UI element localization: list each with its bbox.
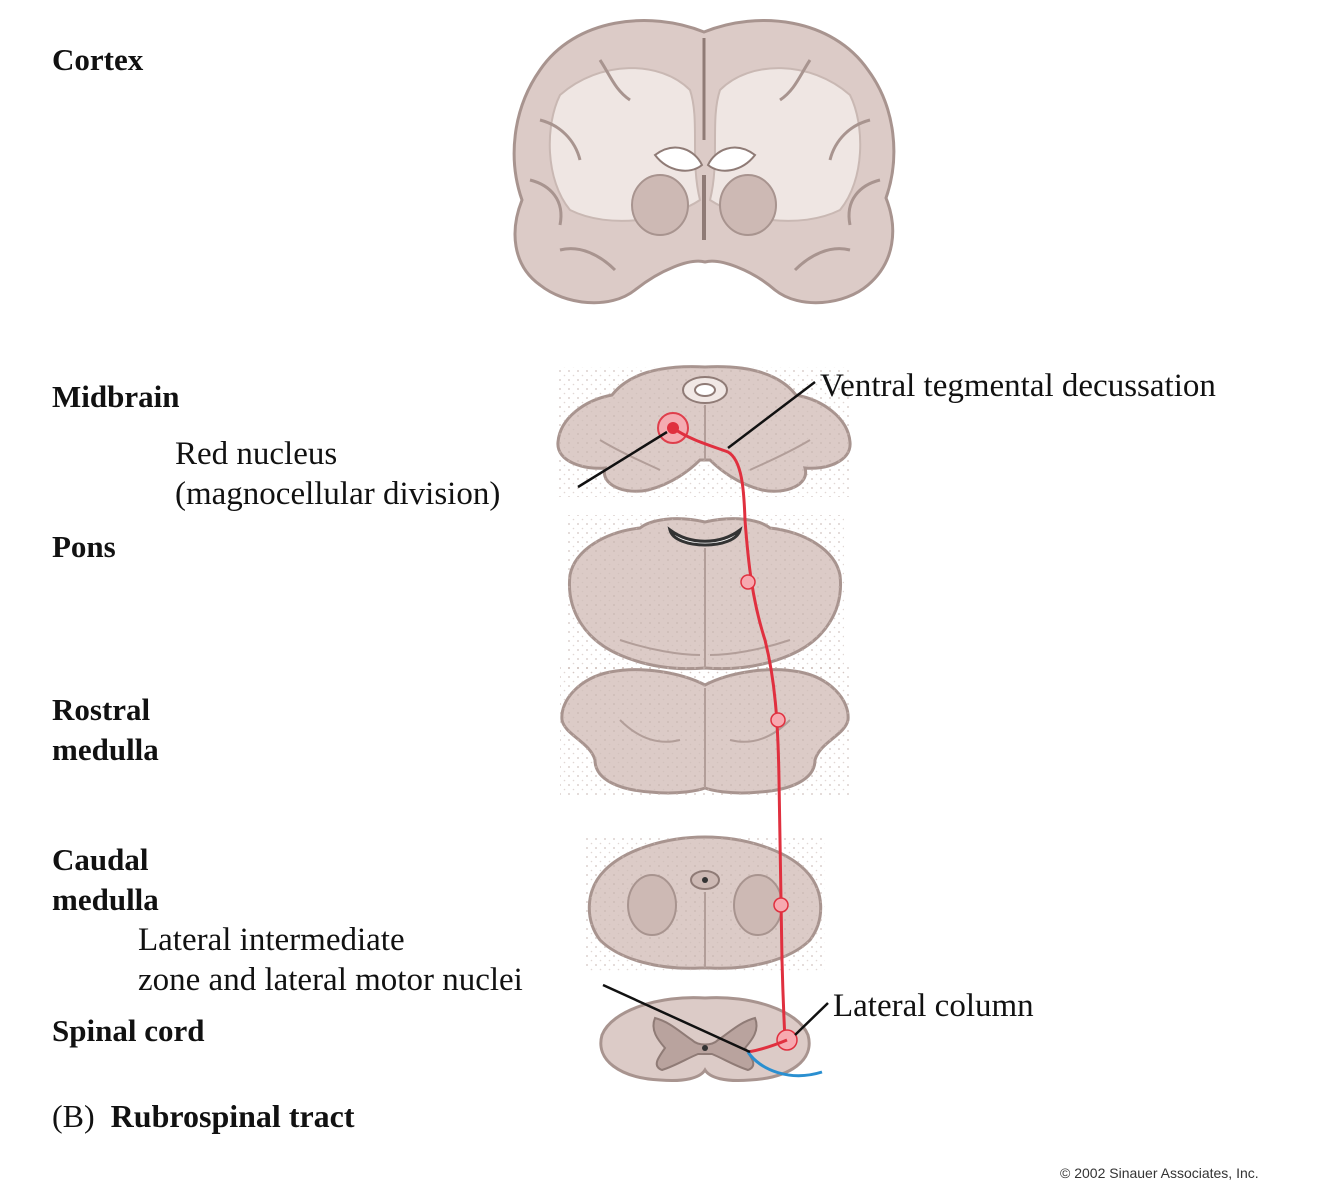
level-spinal-cord: Spinal cord (52, 1013, 205, 1048)
cortex-section (512, 19, 896, 305)
motor-neuron-axon (746, 1051, 823, 1077)
midbrain-section (556, 365, 852, 497)
level-cortex: Cortex (52, 42, 144, 77)
level-midbrain: Midbrain (52, 379, 180, 414)
level-pons: Pons (52, 529, 116, 564)
level-caudal-medulla: Caudal medulla (52, 842, 159, 917)
caption-panel-letter: (B) (52, 1098, 95, 1134)
figure-caption: (B) Rubrospinal tract (52, 1098, 355, 1135)
caption-title: Rubrospinal tract (110, 1098, 355, 1134)
label-red-nucleus: Red nucleus (magnocellular division) (175, 436, 501, 512)
label-lateral-intermediate-zone: Lateral intermediate zone and lateral mo… (138, 922, 523, 998)
rostral-medulla-section (560, 666, 850, 796)
caudal-medulla-section (585, 835, 825, 972)
copyright-notice: © 2002 Sinauer Associates, Inc. (1060, 1165, 1259, 1181)
leader-lines (577, 381, 829, 1054)
pons-section (566, 515, 844, 675)
label-lateral-column: Lateral column (833, 988, 1034, 1024)
rubrospinal-tract-pathway (657, 412, 823, 1077)
spinal-cord-section (599, 996, 811, 1082)
level-rostral-medulla: Rostral medulla (52, 692, 159, 767)
label-ventral-tegmental-decussation: Ventral tegmental decussation (820, 368, 1216, 404)
